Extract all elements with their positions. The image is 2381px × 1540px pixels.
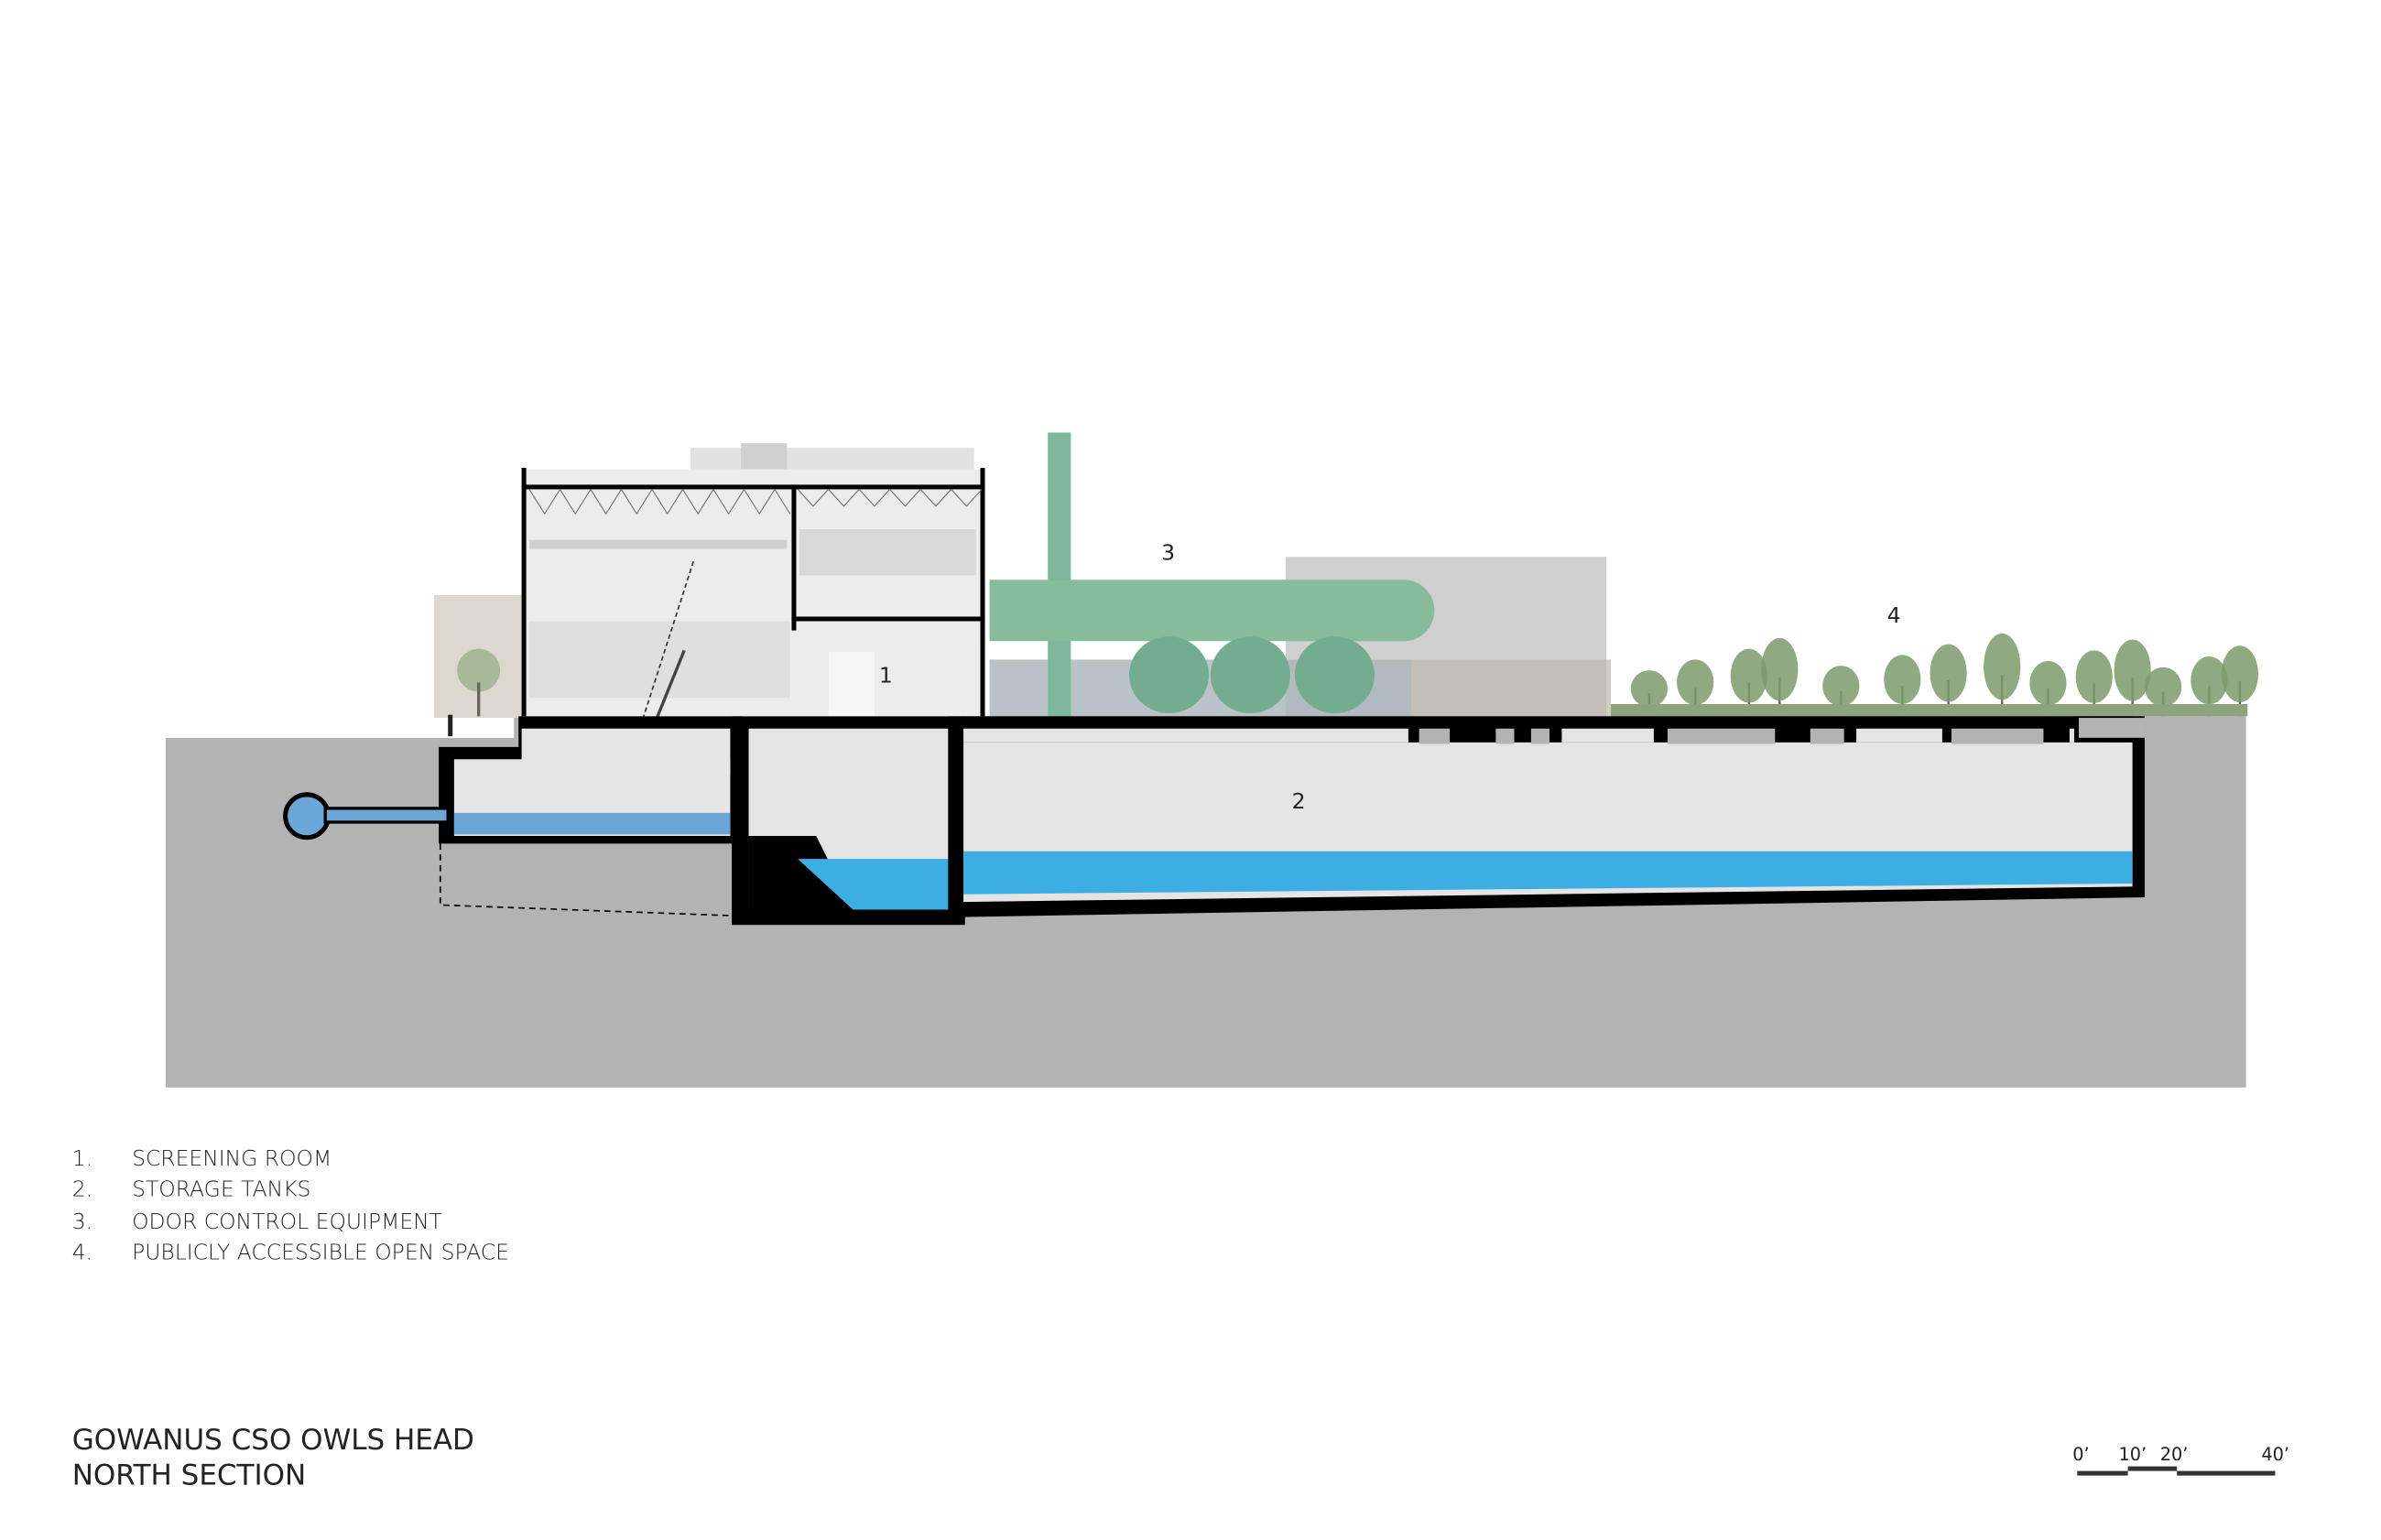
screening-building	[521, 443, 985, 811]
legend: 1. SCREENING ROOM 2. STORAGE TANKS 3. OD…	[72, 1145, 509, 1264]
legend-num: 4.	[72, 1239, 92, 1264]
callout-1: 1	[879, 663, 893, 689]
tree	[1930, 644, 1967, 717]
tree	[1822, 666, 1860, 717]
scale-label: 10’	[2119, 1444, 2147, 1465]
scale-label: 20’	[2160, 1444, 2189, 1465]
open-space-trees	[1611, 633, 2258, 717]
tree	[1730, 648, 1767, 717]
odor-control-equipment	[989, 432, 1435, 717]
wet-well	[732, 716, 965, 926]
tree	[1677, 659, 1714, 717]
influent-channel	[283, 716, 743, 916]
legend-label: STORAGE TANKS	[132, 1177, 310, 1202]
scale-bar: 0’ 10’ 20’ 40’	[2072, 1444, 2289, 1476]
tree	[1884, 655, 1921, 717]
legend-label: PUBLICLY ACCESSIBLE OPEN SPACE	[132, 1239, 509, 1264]
callout-4: 4	[1887, 602, 1901, 628]
callout-2: 2	[1292, 788, 1306, 814]
legend-num: 2.	[72, 1177, 92, 1202]
tree	[1761, 637, 1799, 717]
tree	[1984, 633, 2021, 717]
scale-label: 40’	[2261, 1444, 2289, 1465]
drawing-subtitle: NORTH SECTION	[72, 1459, 306, 1492]
legend-label: SCREENING ROOM	[132, 1145, 332, 1171]
tree	[2145, 667, 2182, 717]
tree	[2029, 661, 2067, 717]
legend-num: 3.	[72, 1209, 92, 1234]
tree-left	[457, 648, 501, 717]
person-figure	[448, 714, 453, 737]
drawing-title: GOWANUS CSO OWLS HEAD	[72, 1424, 474, 1457]
tree	[2114, 639, 2151, 717]
scale-label: 0’	[2072, 1444, 2089, 1465]
callout-3: 3	[1161, 539, 1175, 565]
tree	[2221, 645, 2258, 717]
planting-bed	[1611, 703, 2248, 717]
tree	[2191, 656, 2228, 717]
tree	[2075, 650, 2113, 717]
legend-label: ODOR CONTROL EQUIPMENT	[132, 1209, 442, 1234]
legend-num: 1.	[72, 1145, 92, 1171]
storage-tank	[948, 716, 2146, 917]
